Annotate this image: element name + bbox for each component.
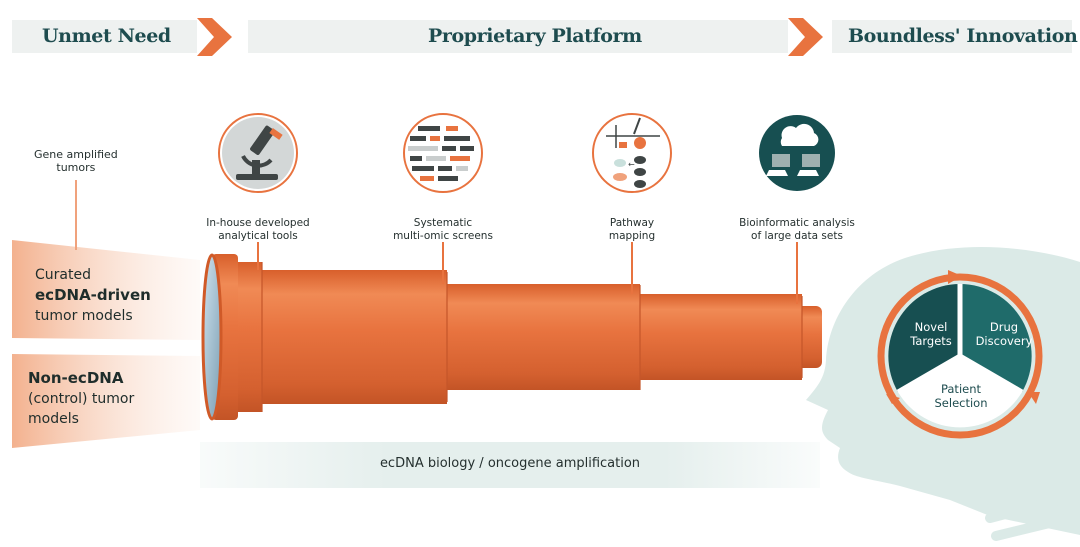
cycle-diagram [877,270,1043,439]
tool-label-analytical-tools: In-house developed analytical tools [206,217,310,242]
bottom-band-bg [200,442,820,488]
header-arrow-1 [197,18,232,56]
svg-text:←: ← [628,160,635,169]
curated-band [12,240,200,340]
pathway-icon: ← [592,113,672,193]
multiomic-screen-icon [403,113,483,193]
nonecdna-line-1: Non-ecDNA [28,369,124,387]
head-stripes [980,473,1075,541]
cycle-label-novel-targets: Novel Targets [910,320,952,348]
tool-label-bioinformatic-analysis: Bioinformatic analysis of large data set… [739,217,855,242]
header-arrow-2 [788,18,823,56]
header-unmet-need: Unmet Need [42,25,171,47]
curated-label: Curated ecDNA-driven tumor models [35,265,151,326]
tool-label-pathway-mapping: Pathway mapping [608,217,656,242]
header-band-left [12,20,197,53]
tool-label-multiomic-screens: Systematic multi-omic screens [393,217,493,242]
bottom-band-label: ecDNA biology / oncogene amplification [379,456,641,471]
cycle-label-drug-discovery: Drug Discovery [975,320,1033,348]
curated-line-2: ecDNA-driven [35,286,151,304]
nonecdna-band [12,354,200,448]
curated-line-3: tumor models [35,308,133,324]
gene-amplified-label: Gene amplified tumors [34,148,118,174]
header-boundless-innovation: Boundless' Innovation [848,25,1078,47]
header-band-middle [248,20,788,53]
nonecdna-line-3: models [28,411,79,427]
patient-selection-segment [898,356,1022,428]
curated-line-1: Curated [35,267,91,283]
cloud-computers-icon [759,115,835,191]
header-band-right [832,20,1072,53]
tool-connectors [257,242,798,304]
telescope-lens [201,253,223,421]
microscope-icon [218,113,298,193]
header-proprietary-platform: Proprietary Platform [428,25,642,47]
nonecdna-line-2: (control) tumor [28,391,135,407]
nonecdna-label: Non-ecDNA (control) tumor models [28,368,134,429]
telescope [201,253,822,421]
cycle-label-patient-selection: Patient Selection [934,382,988,410]
